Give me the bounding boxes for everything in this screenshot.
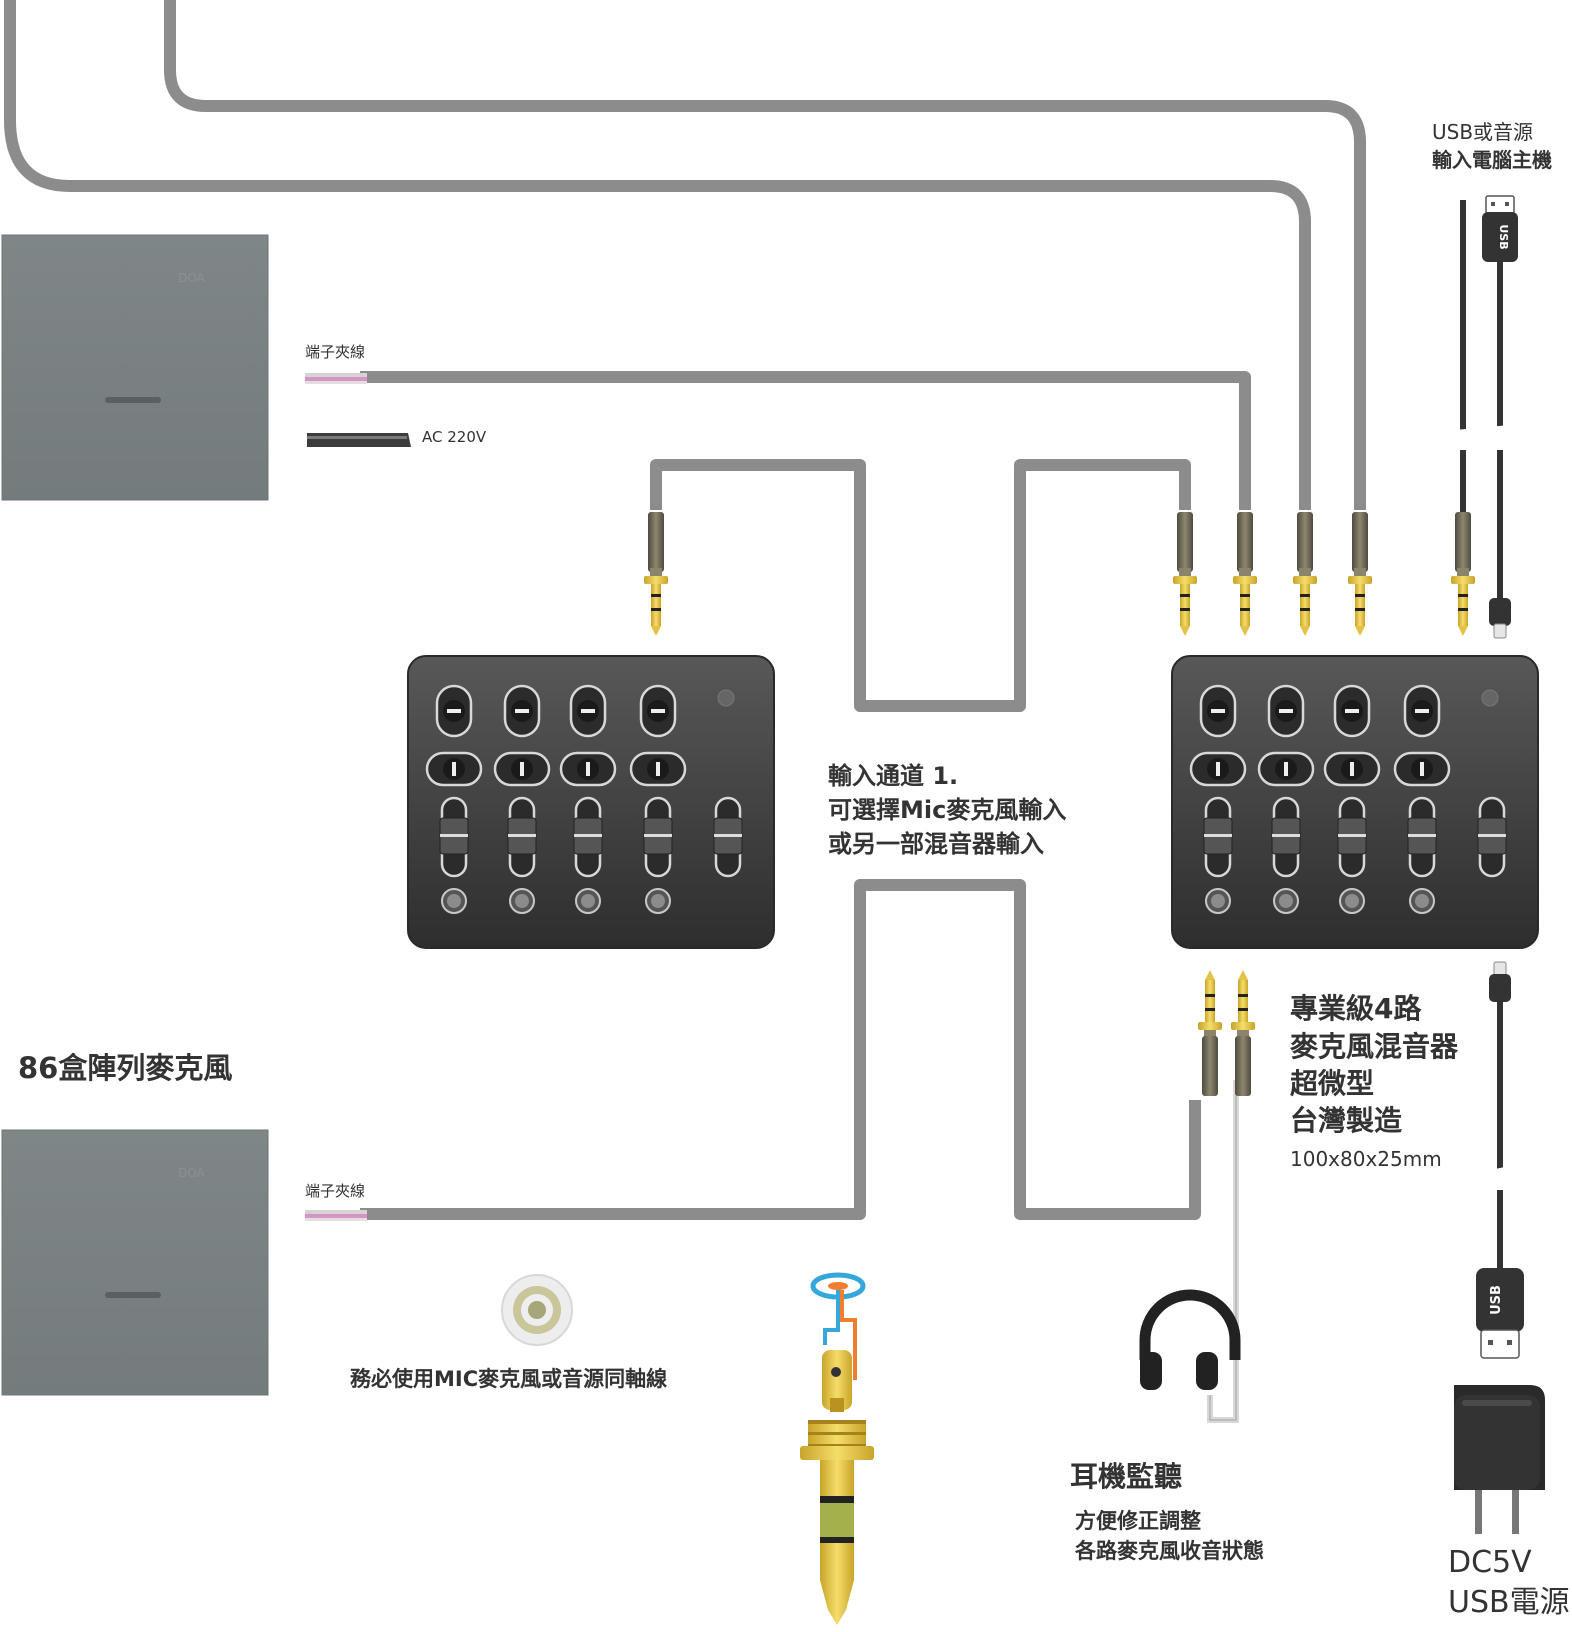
usb-source-label-1: USB或音源 <box>1432 120 1533 144</box>
input-channel-label-1: 輸入通道 1. <box>828 762 958 790</box>
channel-fader[interactable] <box>1203 796 1233 878</box>
cable-top-terminal <box>360 371 1251 510</box>
channel-fader[interactable] <box>1271 796 1301 878</box>
jack-left-mixer-input <box>644 512 668 636</box>
channel-fader[interactable] <box>507 796 537 878</box>
gain-knob[interactable] <box>1403 684 1441 738</box>
headphones-icon <box>1139 1289 1241 1390</box>
ac-wire <box>307 433 411 447</box>
gain-knob[interactable] <box>503 684 541 738</box>
terminal-cable-label-top: 端子夾線 <box>305 343 365 361</box>
top-jacks <box>644 512 1475 636</box>
gain-knob[interactable] <box>1199 684 1237 738</box>
pan-knob[interactable] <box>1323 751 1381 787</box>
coax-note: 務必使用MIC麥克風或音源同軸線 <box>350 1367 667 1391</box>
gain-knob[interactable] <box>1333 684 1371 738</box>
micro-usb-top <box>1489 598 1511 639</box>
gain-knob[interactable] <box>639 684 677 738</box>
stereo-jack-diagram <box>800 1272 874 1625</box>
channel-fader[interactable] <box>1337 796 1367 878</box>
power-adapter-icon <box>1454 1385 1545 1534</box>
terminal-wire-bottom <box>305 1210 367 1221</box>
cable-loop-bottom <box>360 879 1201 1220</box>
micro-usb-bottom <box>1489 961 1511 1002</box>
gain-knob[interactable] <box>1267 684 1305 738</box>
channel-fader[interactable] <box>643 796 673 878</box>
svg-text:DOA: DOA <box>178 1166 205 1180</box>
terminal-cable-label-bottom: 端子夾線 <box>305 1182 365 1200</box>
usb-plug-label-bottom: USB <box>1489 1285 1504 1315</box>
mixer-left <box>407 655 775 949</box>
array-mic-panel-bottom: DOA <box>1 1129 269 1396</box>
dimensions-label: 100x80x25mm <box>1290 1147 1442 1171</box>
jack-right-aux-input <box>1451 512 1475 636</box>
product-label-4: 台灣製造 <box>1290 1104 1402 1137</box>
channel-fader[interactable] <box>573 796 603 878</box>
pan-knob[interactable] <box>425 751 483 787</box>
jack-headphone-out <box>1198 970 1222 1096</box>
pan-knob[interactable] <box>1257 751 1315 787</box>
product-label-1: 專業級4路 <box>1290 992 1422 1025</box>
bottom-jacks <box>1198 970 1255 1096</box>
jack-right-input-1 <box>1173 512 1197 636</box>
cable-inner <box>164 0 1366 510</box>
usb-plug-label-top: USB <box>1497 224 1510 249</box>
usb-source-label-2: 輸入電腦主機 <box>1432 148 1552 172</box>
gain-knob[interactable] <box>435 684 473 738</box>
mixer-right <box>1171 655 1539 949</box>
headphone-title: 耳機監聽 <box>1070 1460 1182 1493</box>
usb-plug-bottom: USB <box>1476 1268 1524 1359</box>
jack-right-input-2 <box>1233 512 1257 636</box>
svg-text:DOA: DOA <box>178 271 205 285</box>
headphone-desc-2: 各路麥克風收音狀態 <box>1074 1539 1264 1563</box>
audio-cables <box>4 0 1366 1220</box>
product-label-2: 麥克風混音器 <box>1289 1030 1459 1063</box>
pan-knob[interactable] <box>1189 751 1247 787</box>
master-fader[interactable] <box>713 796 743 878</box>
headphone-desc-1: 方便修正調整 <box>1075 1509 1201 1533</box>
input-channel-label-3: 或另一部混音器輸入 <box>828 830 1044 858</box>
coax-cross-section-icon <box>501 1274 573 1346</box>
pan-knob[interactable] <box>493 751 551 787</box>
array-mic-panel-top: DOA <box>1 234 269 501</box>
ac-label: AC 220V <box>422 428 487 446</box>
channel-fader[interactable] <box>439 796 469 878</box>
usb-cables <box>1460 200 1503 1270</box>
terminal-wire-top <box>305 373 367 384</box>
gain-knob[interactable] <box>569 684 607 738</box>
input-channel-label-2: 可選擇Mic麥克風輸入 <box>828 796 1066 824</box>
cable-outer <box>4 0 1311 510</box>
pan-knob[interactable] <box>559 751 617 787</box>
master-fader[interactable] <box>1477 796 1507 878</box>
channel-fader[interactable] <box>1407 796 1437 878</box>
array-mic-label: 86盒陣列麥克風 <box>18 1051 232 1085</box>
usb-plug-top: USB <box>1482 195 1518 262</box>
jack-right-input-4 <box>1348 512 1372 636</box>
product-label-3: 超微型 <box>1290 1067 1374 1100</box>
jack-main-out <box>1231 970 1255 1096</box>
jack-right-input-3 <box>1293 512 1317 636</box>
pan-knob[interactable] <box>1393 751 1451 787</box>
cable-loop-top <box>650 459 1191 712</box>
pan-knob[interactable] <box>629 751 687 787</box>
power-label-1: DC5V <box>1448 1545 1532 1580</box>
power-label-2: USB電源 <box>1448 1585 1570 1620</box>
